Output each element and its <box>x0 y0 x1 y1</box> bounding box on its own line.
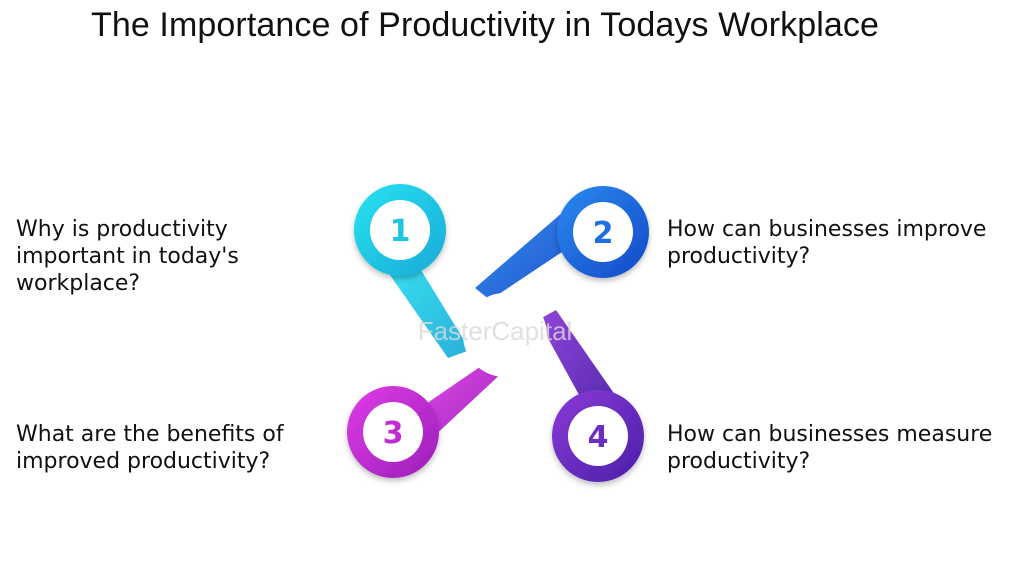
ribbon-1 <box>378 252 470 358</box>
watermark-text: FasterCapital <box>418 316 573 346</box>
node-1-number: 1 <box>390 214 411 249</box>
node-3: 3 <box>347 386 439 478</box>
item-1-text: Why is productivity important in today's… <box>16 217 239 296</box>
item-3-text: What are the benefits of improved produc… <box>16 422 284 474</box>
node-3-number: 3 <box>383 416 404 451</box>
item-2-text: How can businesses improve productivity? <box>667 217 987 269</box>
page-title: The Importance of Productivity in Todays… <box>91 6 879 44</box>
ribbon-3 <box>420 360 505 440</box>
node-2: 2 <box>557 186 649 278</box>
center-circle <box>463 293 547 377</box>
ribbon-4 <box>538 310 620 415</box>
node-4-number: 4 <box>588 420 609 455</box>
node-1: 1 <box>354 184 446 276</box>
node-2-number: 2 <box>593 216 614 251</box>
item-4-text: How can businesses measure productivity? <box>667 422 993 474</box>
node-4: 4 <box>552 390 644 482</box>
ribbon-2 <box>475 206 580 300</box>
productivity-diagram: FasterCapital 1 2 3 4 <box>347 184 649 482</box>
